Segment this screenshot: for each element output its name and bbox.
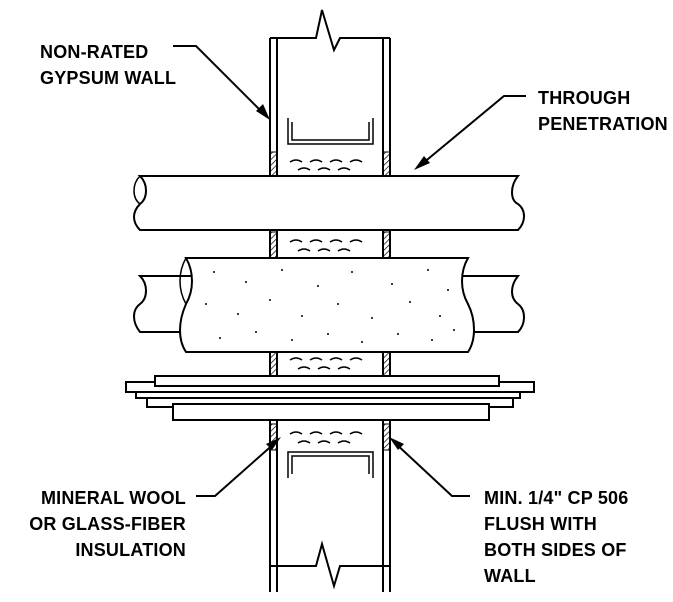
stacked-plates <box>125 375 535 421</box>
fill-segment-1 <box>269 151 391 177</box>
label-line: NON-RATED <box>40 42 148 62</box>
label-insulation: MINERAL WOOL OR GLASS-FIBER INSULATION <box>29 488 186 560</box>
leader-sealant <box>389 437 470 497</box>
label-line: MINERAL WOOL <box>41 488 186 508</box>
pipe-insulated <box>133 257 525 353</box>
fill-segment-3 <box>269 349 391 377</box>
label-gypsum-wall: NON-RATED GYPSUM WALL <box>40 42 176 88</box>
label-line: THROUGH <box>538 88 630 108</box>
label-line: BOTH SIDES OF <box>484 540 627 560</box>
label-line: FLUSH WITH <box>484 514 597 534</box>
insulation-stipple <box>205 269 455 343</box>
label-line: WALL <box>484 566 536 586</box>
label-line: MIN. 1/4" CP 506 <box>484 488 628 508</box>
label-line: GYPSUM WALL <box>40 68 176 88</box>
fill-segment-4 <box>269 423 391 451</box>
leader-wall <box>173 45 270 120</box>
pipe-plain <box>133 175 525 231</box>
label-line: INSULATION <box>75 540 186 560</box>
label-through-penetration: THROUGH PENETRATION <box>538 88 668 134</box>
label-sealant: MIN. 1/4" CP 506 FLUSH WITH BOTH SIDES O… <box>484 488 628 586</box>
fill-segment-2 <box>269 231 391 259</box>
label-line: OR GLASS-FIBER <box>29 514 186 534</box>
leader-insulation <box>196 437 281 497</box>
label-line: PENETRATION <box>538 114 668 134</box>
leader-penetration <box>414 95 526 170</box>
